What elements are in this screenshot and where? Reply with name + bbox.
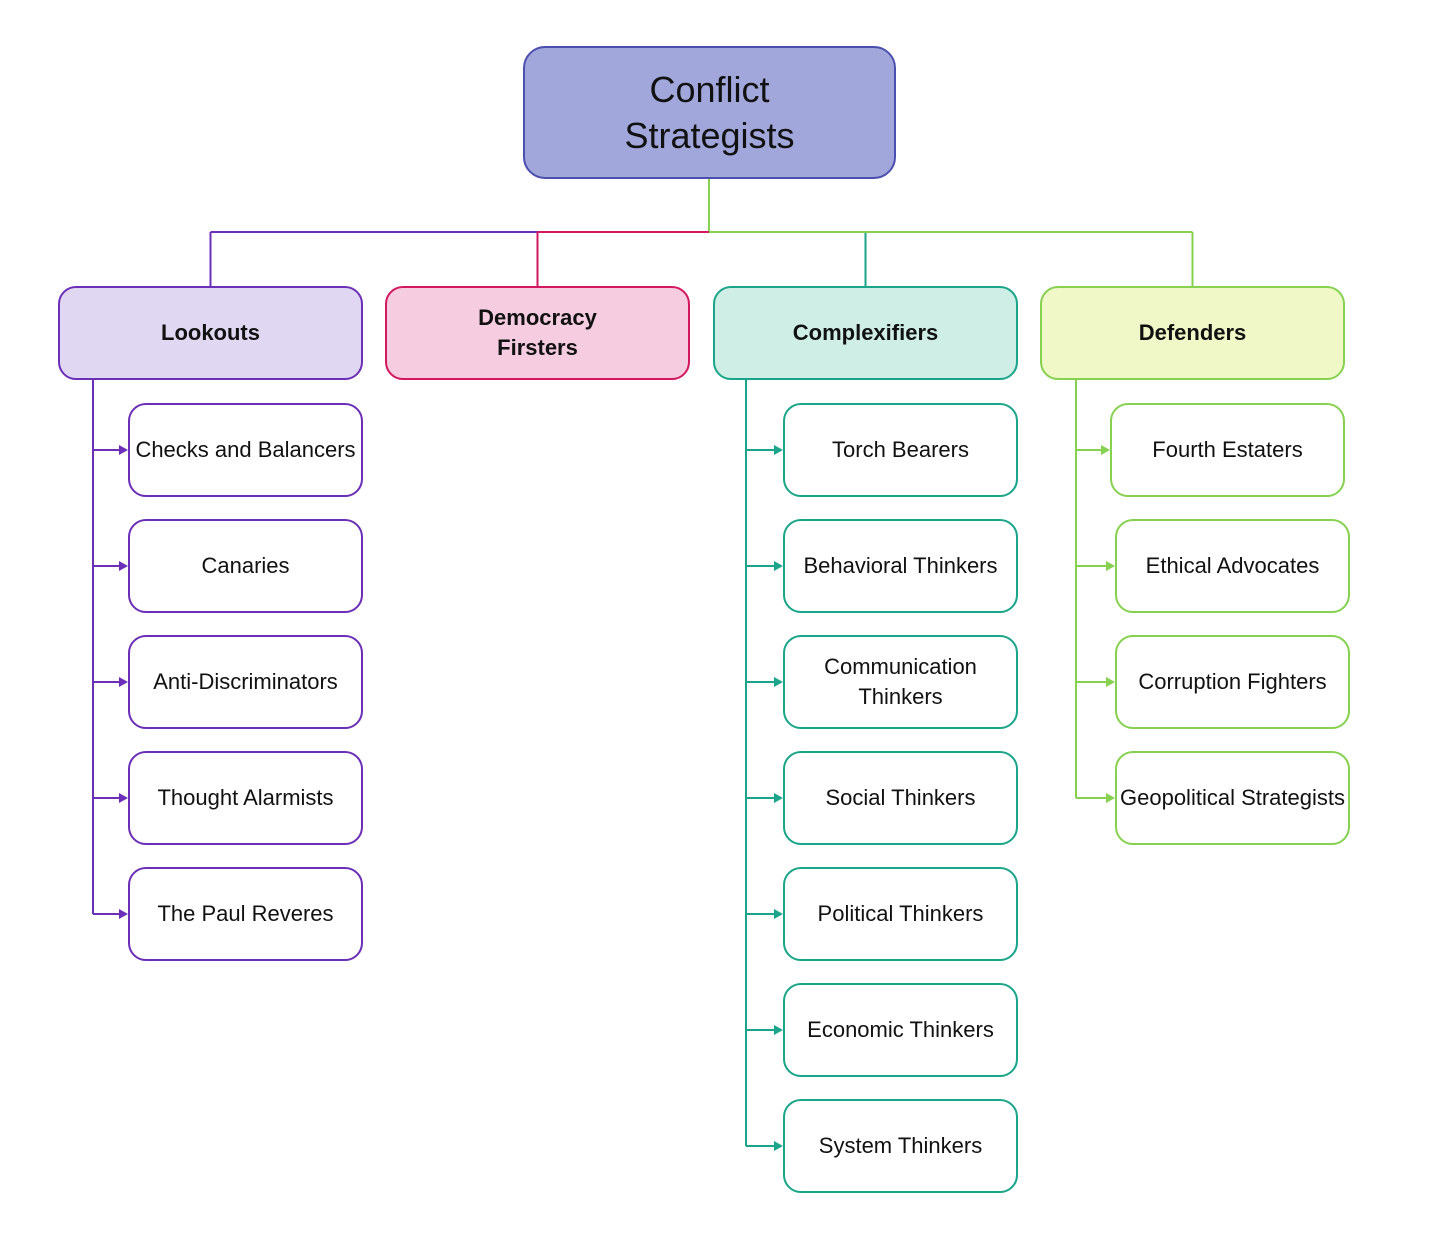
leaf-node: System Thinkers: [783, 1099, 1018, 1193]
leaf-node: Thought Alarmists: [128, 751, 363, 845]
leaf-label: Canaries: [201, 553, 290, 578]
leaf-label: Communication Thinkers: [824, 654, 977, 709]
arrowhead: [774, 677, 783, 687]
arrowhead: [774, 1025, 783, 1035]
root-node: Conflict Strategists: [523, 46, 896, 179]
arrowhead: [119, 561, 128, 571]
arrowhead: [774, 793, 783, 803]
leaf-node: The Paul Reveres: [128, 867, 363, 961]
arrowhead: [1101, 445, 1110, 455]
leaf-node: Political Thinkers: [783, 867, 1018, 961]
leaf-label: Fourth Estaters: [1152, 437, 1303, 462]
leaf-label: Thought Alarmists: [157, 785, 334, 810]
leaf-node: Fourth Estaters: [1110, 403, 1345, 497]
leaf-label: Anti-Discriminators: [153, 669, 338, 694]
leaf-node: Communication Thinkers: [783, 635, 1018, 729]
leaf-label: Political Thinkers: [817, 901, 984, 926]
arrowhead: [1106, 561, 1115, 571]
leaf-label: Social Thinkers: [825, 785, 976, 810]
leaf-label: System Thinkers: [818, 1133, 983, 1158]
category-node: Defenders: [1040, 286, 1345, 380]
leaf-label: Economic Thinkers: [807, 1017, 994, 1042]
leaf-node: Canaries: [128, 519, 363, 613]
category-node: Democracy Firsters: [385, 286, 690, 380]
leaf-label: Ethical Advocates: [1145, 553, 1320, 578]
category-label: Defenders: [1138, 320, 1247, 345]
arrowhead: [774, 1141, 783, 1151]
leaf-label: Checks and Balancers: [135, 437, 356, 462]
leaf-node: Ethical Advocates: [1115, 519, 1350, 613]
leaf-node: Checks and Balancers: [128, 403, 363, 497]
root-label: Conflict Strategists: [624, 68, 795, 156]
category-label: Democracy Firsters: [478, 305, 597, 360]
arrowhead: [774, 445, 783, 455]
leaf-node: Anti-Discriminators: [128, 635, 363, 729]
arrowhead: [119, 677, 128, 687]
arrowhead: [774, 909, 783, 919]
category-label: Complexifiers: [792, 320, 939, 345]
leaf-node: Torch Bearers: [783, 403, 1018, 497]
leaf-node: Geopolitical Strategists: [1115, 751, 1350, 845]
leaf-label: Geopolitical Strategists: [1120, 785, 1345, 810]
leaf-node: Economic Thinkers: [783, 983, 1018, 1077]
leaf-label: Behavioral Thinkers: [803, 553, 998, 578]
category-label: Lookouts: [161, 320, 260, 345]
leaf-node: Behavioral Thinkers: [783, 519, 1018, 613]
leaf-label: Corruption Fighters: [1138, 669, 1327, 694]
category-node: Lookouts: [58, 286, 363, 380]
arrowhead: [119, 909, 128, 919]
arrowhead: [1106, 677, 1115, 687]
category-node: Complexifiers: [713, 286, 1018, 380]
arrowhead: [1106, 793, 1115, 803]
leaf-label: The Paul Reveres: [157, 901, 334, 926]
arrowhead: [119, 445, 128, 455]
arrowhead: [774, 561, 783, 571]
leaf-node: Corruption Fighters: [1115, 635, 1350, 729]
leaf-label: Torch Bearers: [832, 437, 969, 462]
leaf-node: Social Thinkers: [783, 751, 1018, 845]
arrowhead: [119, 793, 128, 803]
